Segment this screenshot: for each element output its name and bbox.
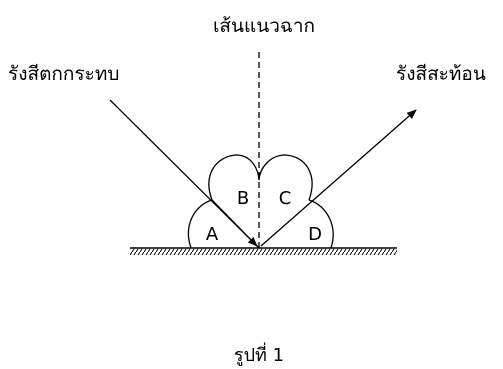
region-d-label: D [308, 224, 322, 245]
region-b-label: B [237, 188, 249, 209]
lobe-b [208, 154, 260, 201]
lobe-c [258, 154, 313, 201]
incident-ray-label: รังสีตกกระทบ [8, 63, 119, 85]
reflected-ray-label: รังสีสะท้อน [396, 63, 486, 85]
region-c-label: C [279, 188, 292, 209]
reflected-ray [260, 109, 417, 247]
region-a-label: A [206, 224, 219, 245]
surface-hatching [130, 249, 397, 255]
normal-line-label: เส้นแนวฉาก [213, 15, 315, 37]
figure-caption: รูปที่ 1 [234, 342, 284, 366]
incident-ray [109, 99, 258, 247]
lobe-d [308, 199, 334, 249]
